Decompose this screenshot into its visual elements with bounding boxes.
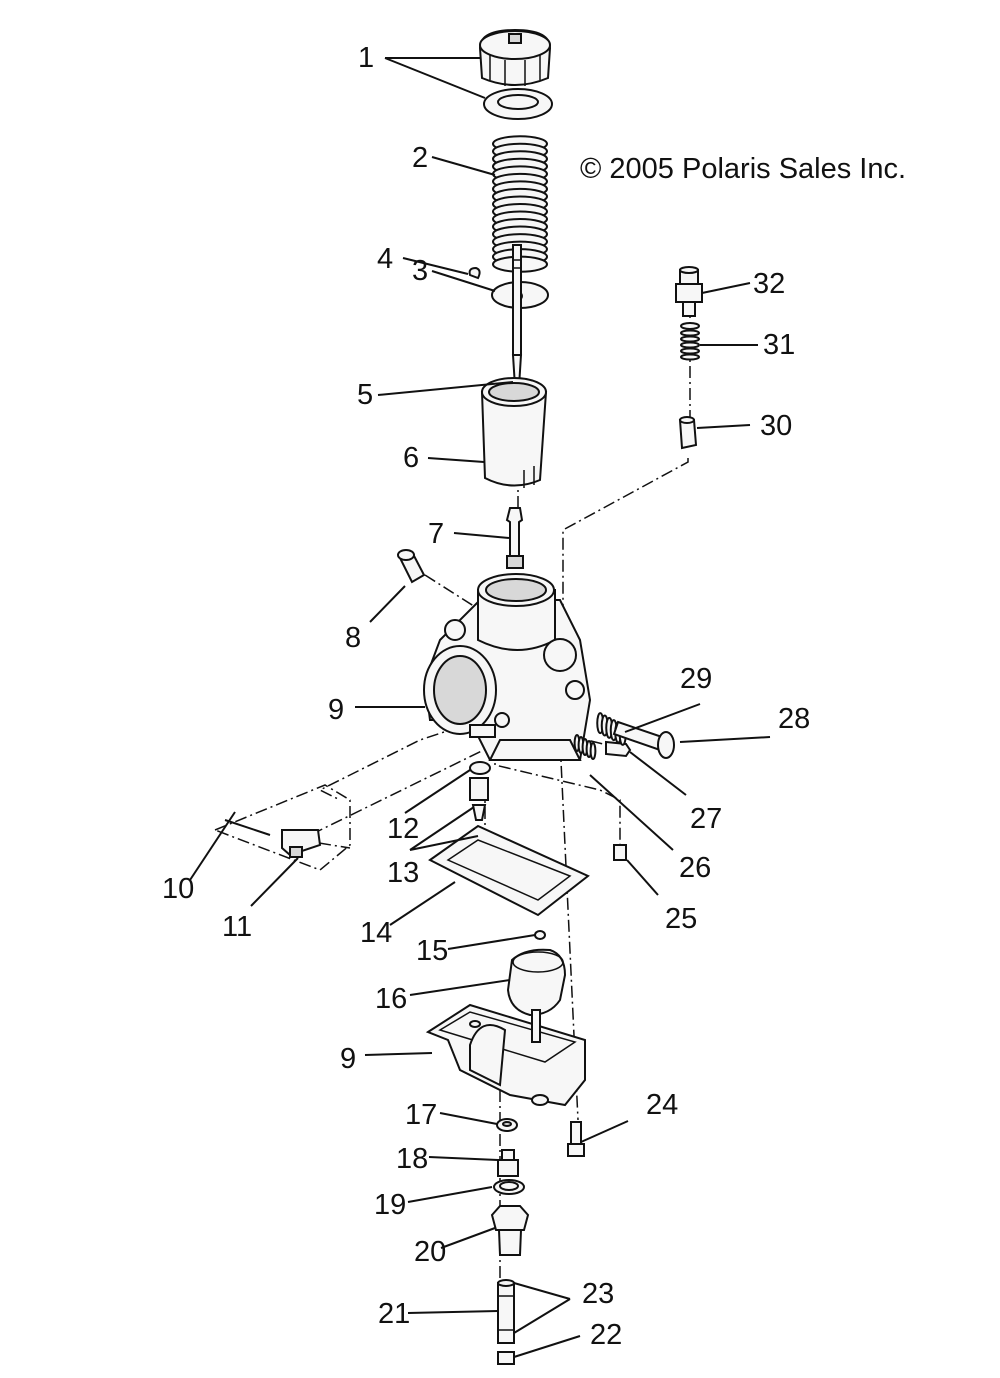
callout-23: 23 bbox=[582, 1278, 614, 1310]
callout-2: 2 bbox=[412, 142, 428, 174]
part-2-spring bbox=[492, 135, 548, 273]
callout-5: 5 bbox=[357, 379, 373, 411]
part-9-float-bowl bbox=[425, 1003, 586, 1107]
callouts: 1 2 3 4 5 6 7 8 9 10 11 12 13 14 15 16 9… bbox=[162, 42, 810, 1351]
part-10-11-linkage bbox=[214, 784, 351, 871]
callout-14: 14 bbox=[360, 917, 392, 949]
spring-cap bbox=[680, 322, 700, 330]
callout-24: 24 bbox=[646, 1089, 678, 1121]
callout-9b: 9 bbox=[340, 1043, 356, 1075]
callout-16: 16 bbox=[375, 983, 407, 1015]
callout-15: 15 bbox=[416, 935, 448, 967]
part-4-clip bbox=[468, 266, 481, 280]
spring-coil bbox=[680, 341, 700, 349]
part-18-main-jet bbox=[497, 1149, 519, 1177]
part-24-screw bbox=[567, 1121, 585, 1157]
callout-1: 1 bbox=[358, 42, 374, 74]
callout-13: 13 bbox=[387, 857, 419, 889]
part-16-float bbox=[506, 948, 567, 1017]
part-30-cable-end bbox=[678, 416, 698, 450]
part-26-spring bbox=[573, 734, 597, 760]
part-12-jet bbox=[469, 761, 491, 775]
callout-32: 32 bbox=[753, 268, 785, 300]
callout-9: 9 bbox=[328, 694, 344, 726]
spring-coil bbox=[680, 353, 700, 361]
leader-lines bbox=[189, 57, 771, 1358]
part-31-spring bbox=[680, 322, 700, 361]
part-19-o-ring bbox=[493, 1179, 525, 1195]
part-8-cap bbox=[397, 549, 426, 584]
part-20-drain-plug bbox=[490, 1205, 530, 1256]
callout-17: 17 bbox=[405, 1099, 437, 1131]
callout-27: 27 bbox=[690, 803, 722, 835]
part-25-nozzle bbox=[613, 844, 627, 861]
callout-31: 31 bbox=[763, 329, 795, 361]
part-27-pilot-screw bbox=[605, 740, 632, 758]
callout-25: 25 bbox=[665, 903, 697, 935]
part-28-idle-screw bbox=[612, 720, 675, 759]
callout-30: 30 bbox=[760, 410, 792, 442]
part-22-screw bbox=[497, 1351, 515, 1365]
callout-7: 7 bbox=[428, 518, 444, 550]
callout-8: 8 bbox=[345, 622, 361, 654]
callout-28: 28 bbox=[778, 703, 810, 735]
callout-12: 12 bbox=[387, 813, 419, 845]
callout-3: 3 bbox=[412, 255, 428, 287]
callout-19: 19 bbox=[374, 1189, 406, 1221]
spring-coil bbox=[589, 742, 597, 760]
part-32-adjuster bbox=[675, 266, 703, 317]
part-9-carburetor-body bbox=[423, 573, 592, 761]
part-14-gasket bbox=[428, 824, 590, 917]
part-7-needle-jet bbox=[505, 507, 524, 569]
callout-29: 29 bbox=[680, 663, 712, 695]
callout-20: 20 bbox=[414, 1236, 446, 1268]
callout-26: 26 bbox=[679, 852, 711, 884]
callout-11: 11 bbox=[222, 911, 252, 943]
callout-21: 21 bbox=[378, 1298, 410, 1330]
part-1-washer bbox=[483, 88, 553, 120]
part-17-washer bbox=[496, 1118, 518, 1132]
callout-6: 6 bbox=[403, 442, 419, 474]
callout-18: 18 bbox=[396, 1143, 428, 1175]
part-21-tube bbox=[497, 1279, 515, 1344]
callout-22: 22 bbox=[590, 1319, 622, 1351]
spring-coil bbox=[680, 347, 700, 355]
part-1-cap bbox=[478, 28, 552, 86]
spring-coil bbox=[680, 329, 700, 337]
part-15-pin bbox=[534, 930, 546, 940]
copyright-text: © 2005 Polaris Sales Inc. bbox=[580, 153, 906, 185]
callout-4: 4 bbox=[377, 243, 393, 275]
callout-10: 10 bbox=[162, 873, 194, 905]
spring-coil bbox=[680, 335, 700, 343]
part-6-slide bbox=[480, 377, 548, 488]
